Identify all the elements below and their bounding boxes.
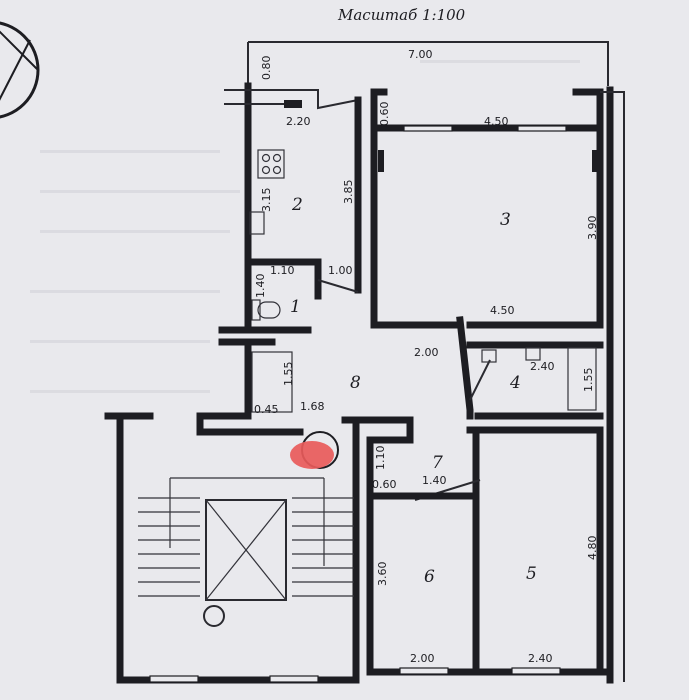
dimension-label: 7.00	[408, 48, 433, 61]
dimension-label: 4.50	[490, 304, 515, 317]
room-number: 6	[424, 567, 435, 587]
room-number: 2	[291, 195, 303, 215]
dimension-label: 2.00	[414, 346, 439, 359]
dimension-label: 1.55	[282, 362, 295, 387]
room-number: 4	[509, 373, 521, 393]
dimension-label: 3.90	[586, 216, 599, 241]
dimension-label: 3.60	[376, 562, 389, 587]
windows	[149, 100, 598, 683]
fixtures	[249, 149, 597, 413]
scale-title: Масштаб 1:100	[337, 6, 466, 24]
dimension-label: 1.40	[254, 274, 267, 299]
dimension-label: 0.60	[372, 478, 397, 491]
room-number: 8	[350, 373, 361, 393]
dimension-label: 1.55	[582, 368, 595, 393]
room-number: 3	[500, 210, 511, 230]
dimension-label: 0.80	[260, 56, 273, 81]
dimension-label: 3.85	[342, 180, 355, 205]
faint-background-text	[30, 60, 580, 393]
room-number: 1	[290, 297, 301, 317]
dimension-label: 0.45	[254, 403, 279, 416]
dimension-label: 1.00	[328, 264, 353, 277]
dimension-label: 1.10	[374, 446, 387, 471]
dimension-label: 2.20	[286, 115, 311, 128]
dimension-label: 4.80	[586, 536, 599, 561]
dimension-label: 2.00	[410, 652, 435, 665]
dimension-label: 1.10	[270, 264, 295, 277]
dimension-label: 3.15	[260, 188, 273, 213]
room-number: 5	[526, 564, 537, 584]
dimension-label: 0.60	[378, 102, 391, 127]
dimension-label: 1.68	[300, 400, 325, 413]
dimension-label: 2.40	[530, 360, 555, 373]
stairwell	[138, 477, 354, 627]
room-number: 7	[432, 453, 443, 473]
dimension-label: 4.50	[484, 115, 509, 128]
location-marker	[290, 431, 339, 469]
dimension-label: 2.40	[528, 652, 553, 665]
stamp-circle	[0, 21, 40, 119]
dimension-label: 1.40	[422, 474, 447, 487]
